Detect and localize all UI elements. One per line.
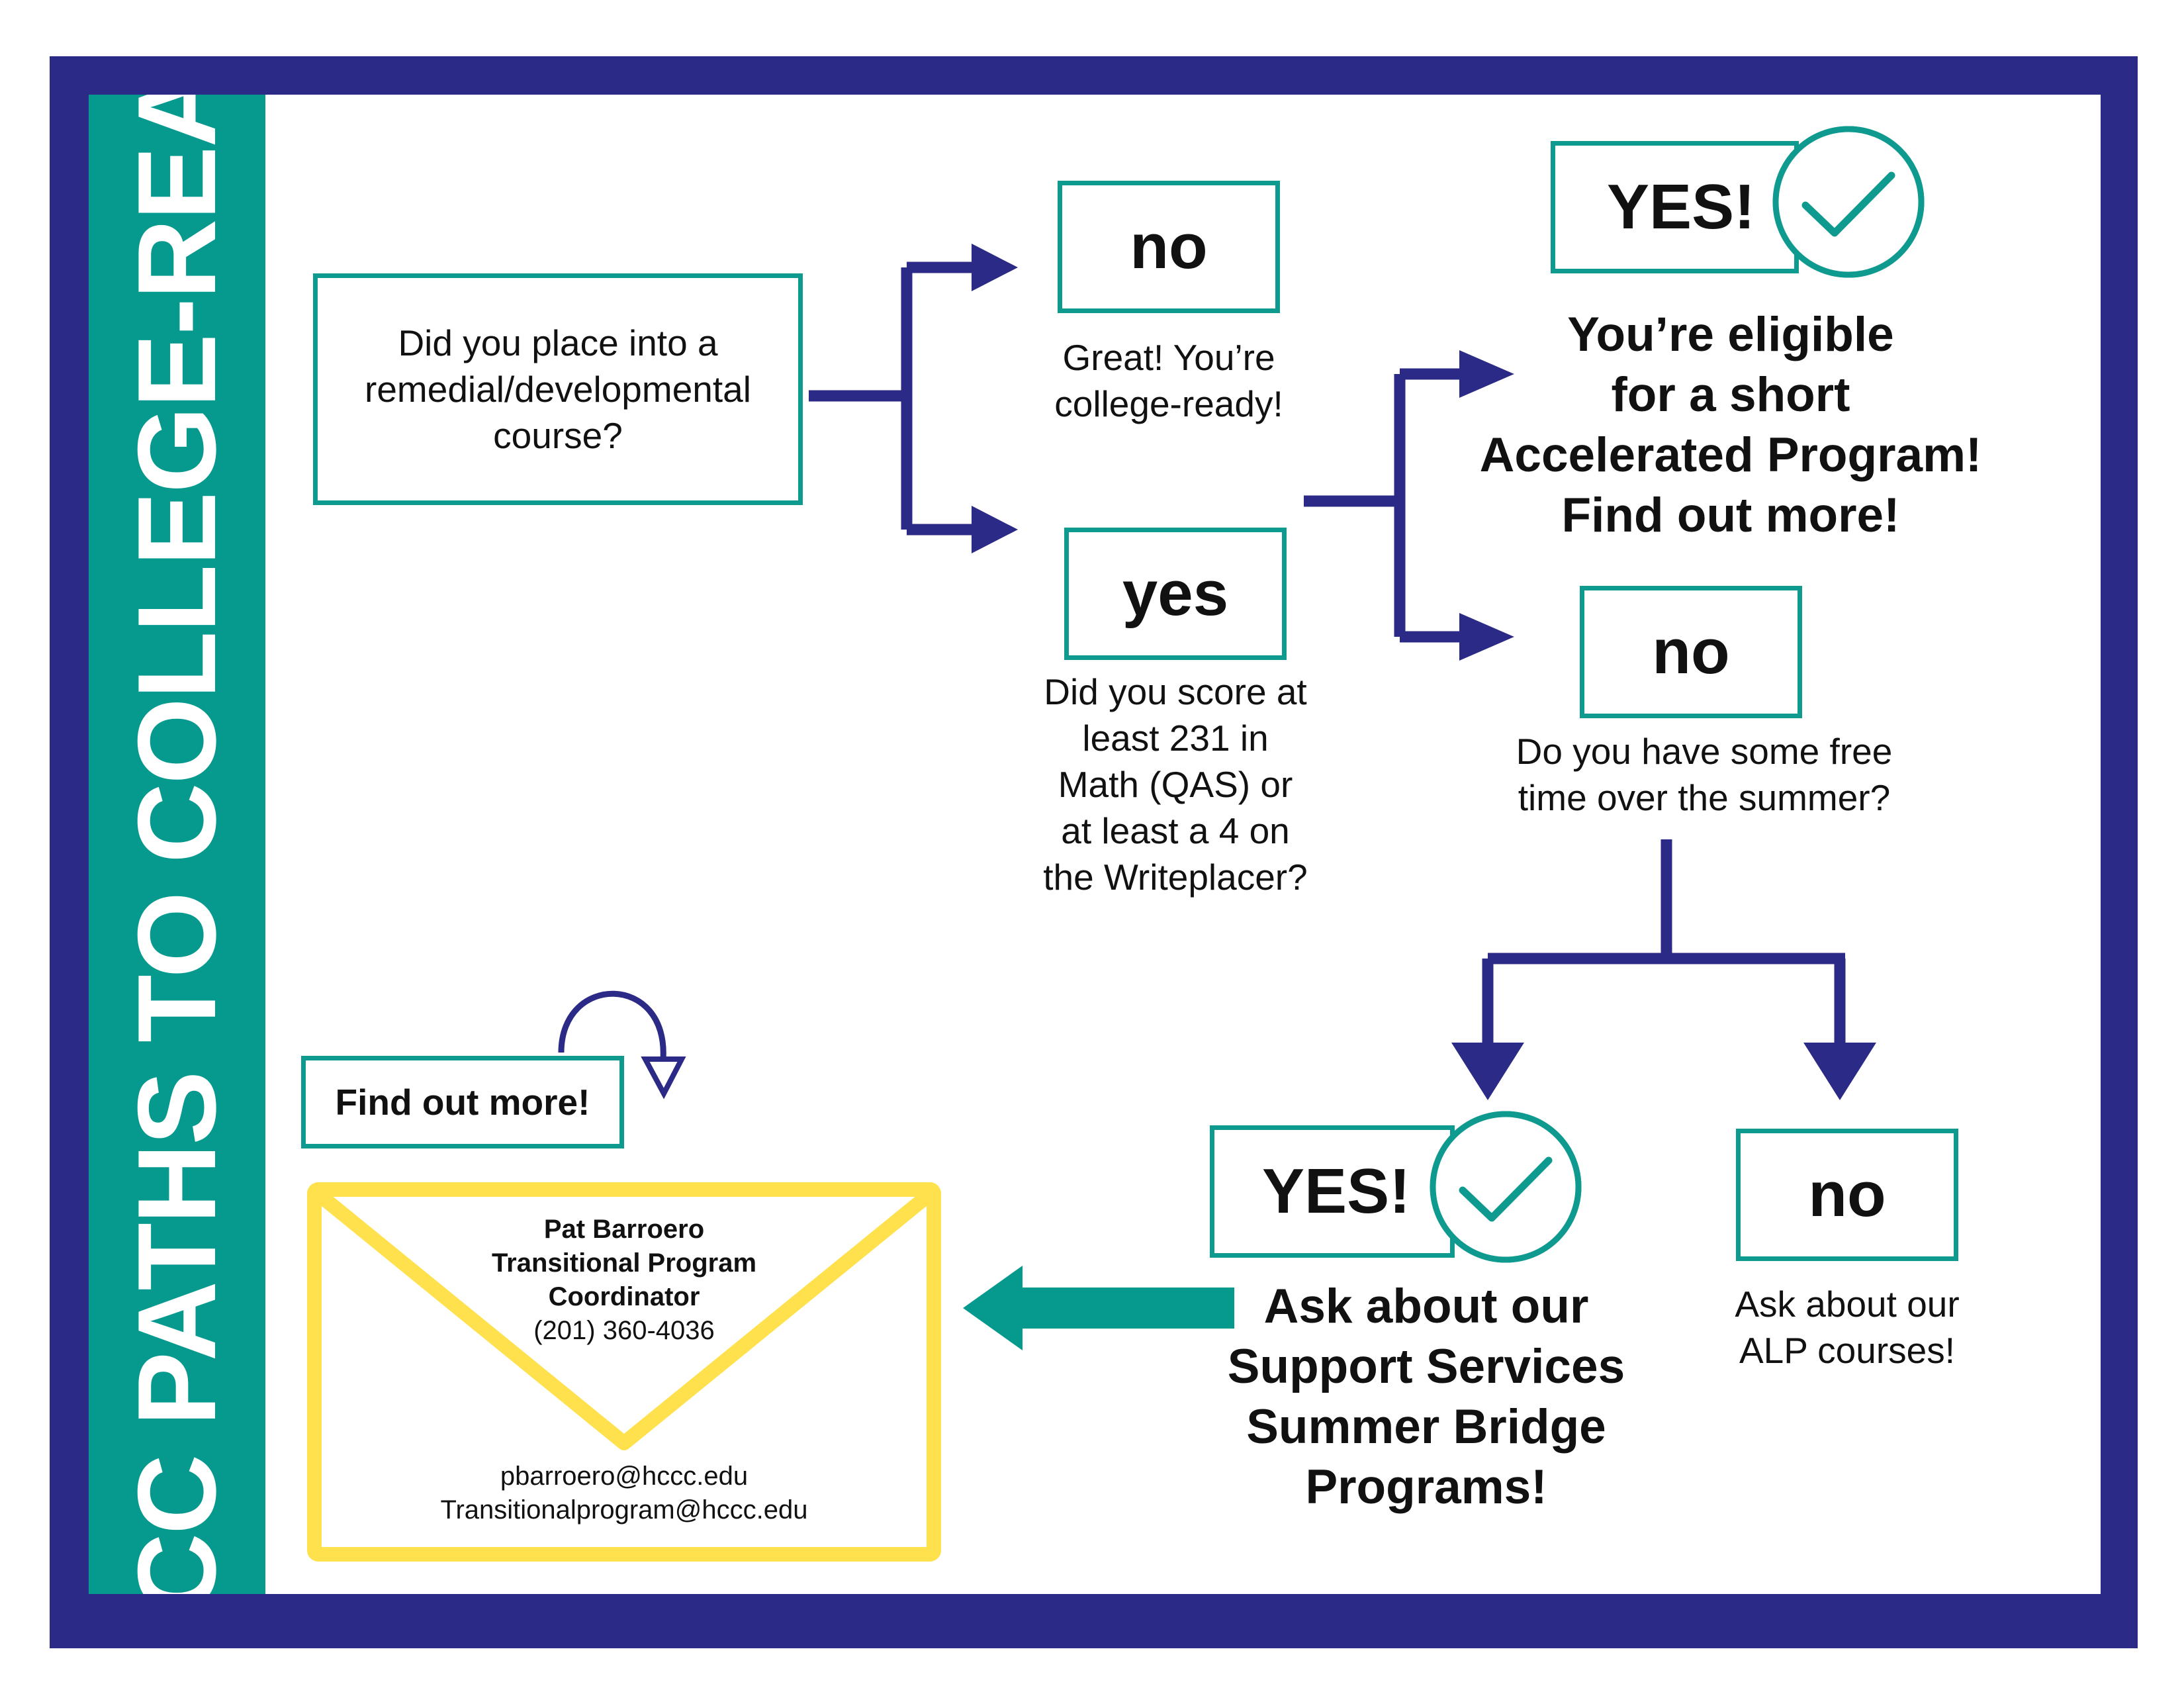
- summer-bridge-line: Support Services: [1227, 1340, 1625, 1393]
- yes-exclaim-label: YES!: [1607, 171, 1756, 242]
- contact-role: Coordinator: [548, 1282, 700, 1311]
- yes-box-summer-bridge: YES!: [1210, 1125, 1455, 1258]
- score-question-line: least 231 in: [1082, 718, 1269, 759]
- yes-label: yes: [1122, 558, 1229, 629]
- accelerated-line: Find out more!: [1561, 489, 1900, 542]
- arrow-head-to-summer-no: [1803, 1043, 1876, 1100]
- contact-block: Pat Barroero Transitional Program Coordi…: [426, 1213, 823, 1348]
- connector-summer-split: [1482, 839, 1846, 1046]
- arrow-head-to-no: [972, 244, 1018, 291]
- contact-role: Transitional Program: [491, 1248, 757, 1278]
- contact-phone: (201) 360-4036: [533, 1316, 715, 1345]
- accelerated-line: Accelerated Program!: [1479, 428, 1982, 482]
- summer-question-line: time over the summer?: [1518, 777, 1891, 818]
- score-question-line: Did you score at: [1044, 671, 1307, 712]
- contact-emails: pbarroero@hccc.edu Transitionalprogram@h…: [392, 1460, 856, 1527]
- contact-name: Pat Barroero: [543, 1215, 705, 1244]
- start-question-line: remedial/developmental: [365, 369, 751, 410]
- start-question-line: Did you place into a: [398, 322, 718, 363]
- college-ready-line: college-ready!: [1054, 383, 1283, 424]
- accelerated-line: You’re eligible: [1567, 308, 1894, 361]
- score-question-line: at least a 4 on: [1061, 810, 1290, 851]
- score-question-text: Did you score at least 231 in Math (QAS)…: [1010, 669, 1341, 900]
- summer-bridge-line: Ask about our: [1263, 1280, 1589, 1333]
- sidebar-banner: HCCC PATHS TO COLLEGE-READY: [89, 95, 265, 1594]
- summer-bridge-text: Ask about our Support Services Summer Br…: [1161, 1276, 1691, 1517]
- yes-box-accelerated: YES!: [1551, 141, 1799, 273]
- connector-score-split: [1304, 368, 1466, 643]
- yes-exclaim-label: YES!: [1262, 1156, 1411, 1227]
- arrow-head-to-score-yes: [1459, 350, 1514, 398]
- contact-email-link[interactable]: Transitionalprogram@hccc.edu: [440, 1495, 808, 1524]
- arrow-head-to-summer-yes: [1451, 1043, 1524, 1100]
- accelerated-line: for a short: [1611, 368, 1850, 422]
- summer-bridge-line: Programs!: [1305, 1460, 1547, 1514]
- accelerated-program-text: You’re eligible for a short Accelerated …: [1466, 305, 1995, 545]
- summer-bridge-line: Summer Bridge: [1246, 1400, 1606, 1454]
- score-question-line: Math (QAS) or: [1058, 764, 1293, 805]
- score-question-line: the Writeplacer?: [1043, 857, 1308, 898]
- arrow-head-to-score-no: [1459, 613, 1514, 661]
- alp-line: Ask about our: [1735, 1284, 1960, 1325]
- envelope-icon: [307, 1182, 941, 1562]
- start-question-line: course?: [493, 415, 623, 456]
- teal-arrow-to-contact: [963, 1266, 1234, 1350]
- no-box-alp: no: [1736, 1129, 1958, 1261]
- alp-line: ALP courses!: [1739, 1330, 1956, 1371]
- no-label: no: [1130, 211, 1208, 282]
- no-label: no: [1808, 1159, 1886, 1230]
- check-circle-icon-bottom: [1430, 1111, 1582, 1263]
- arrow-head-to-yes: [972, 506, 1018, 553]
- contact-email-link[interactable]: pbarroero@hccc.edu: [500, 1462, 749, 1491]
- yes-box-remedial: yes: [1064, 528, 1287, 660]
- curved-arrow-icon: [558, 990, 686, 1100]
- summer-question-text: Do you have some free time over the summ…: [1486, 728, 1923, 821]
- college-ready-line: Great! You’re: [1062, 337, 1275, 378]
- find-out-more-button[interactable]: Find out more!: [301, 1056, 624, 1149]
- no-label: no: [1652, 616, 1730, 687]
- connector-start-split: [809, 261, 979, 536]
- no-box-summer: no: [1580, 586, 1802, 718]
- find-out-more-label: Find out more!: [335, 1082, 590, 1123]
- summer-question-line: Do you have some free: [1516, 731, 1893, 772]
- alp-courses-text: Ask about our ALP courses!: [1682, 1281, 2013, 1374]
- college-ready-text: Great! You’re college-ready!: [1036, 334, 1301, 427]
- no-box-college-ready: no: [1058, 181, 1280, 313]
- start-question-box: Did you place into a remedial/developmen…: [313, 273, 803, 505]
